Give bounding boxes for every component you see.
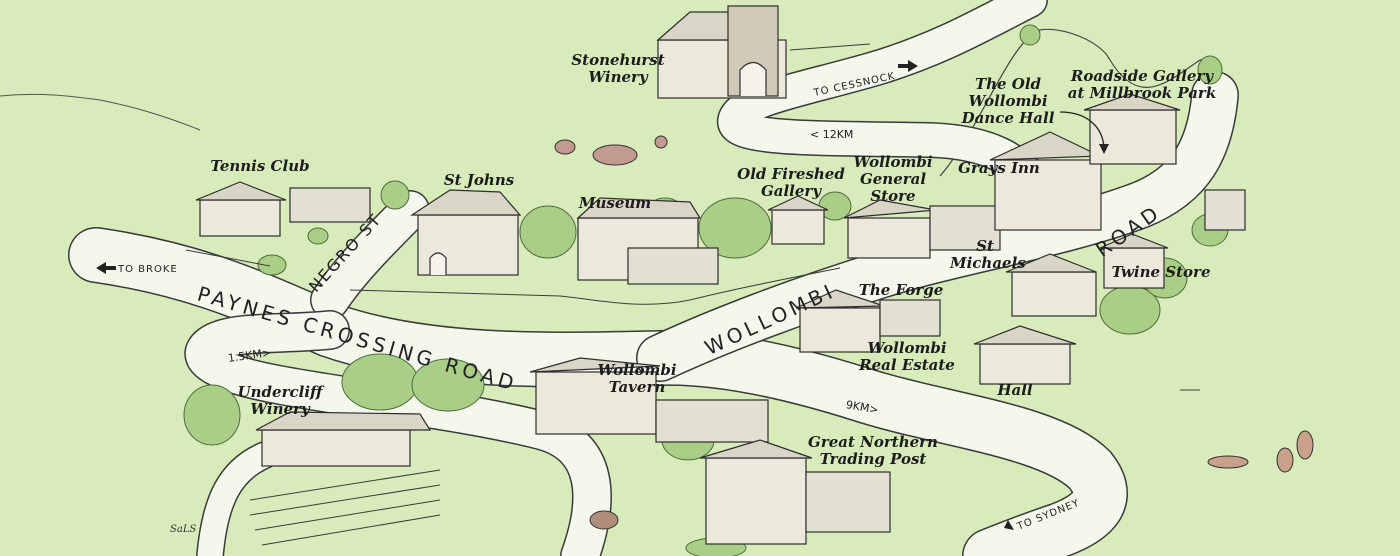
- kangaroo-icon: [1296, 430, 1314, 460]
- arrow-right-icon: [908, 60, 918, 72]
- tree: [183, 384, 241, 446]
- artist-signature: SaLS: [170, 524, 197, 535]
- buildings-layer: [195, 5, 1246, 545]
- label-st-johns[interactable]: St Johns: [443, 171, 515, 189]
- road-fill: [718, 0, 1057, 207]
- label-grays-inn[interactable]: Grays Inn: [958, 159, 1040, 177]
- cow-icon: [592, 144, 638, 166]
- label-roadside-gallery[interactable]: Roadside Gallery at Millbrook Park: [1067, 67, 1217, 102]
- tree: [307, 227, 329, 245]
- tavern-building: [529, 357, 769, 443]
- label-old-wollombi-dance-hall[interactable]: The Old Wollombi Dance Hall: [961, 75, 1055, 127]
- stonehurst-building: [656, 5, 787, 99]
- forge-building: [795, 289, 941, 353]
- label-undercliff-winery[interactable]: Undercliff Winery: [237, 383, 323, 418]
- hall-building: [973, 325, 1077, 385]
- label-the-forge[interactable]: The Forge: [858, 281, 944, 299]
- general-store-building: [843, 199, 1001, 259]
- label-stonehurst-winery[interactable]: Stonehurst Winery: [571, 51, 665, 86]
- kangaroo-icon: [1207, 455, 1249, 469]
- wombat-icon: [589, 510, 619, 530]
- fences-layer: [185, 249, 1200, 391]
- distance-cessnock: < 12KM: [810, 128, 854, 141]
- undercliff-building: [255, 411, 432, 467]
- arrows-layer: [96, 60, 1109, 530]
- label-wollombi-real-estate[interactable]: Wollombi Real Estate: [859, 339, 955, 374]
- tennis-club-building: [195, 181, 371, 237]
- arrow-left-icon: [106, 266, 116, 270]
- tree: [257, 254, 287, 276]
- hill-outline: [0, 93, 201, 131]
- roadside-gallery-building: [1083, 93, 1181, 165]
- tree: [1019, 24, 1041, 46]
- tree: [698, 197, 772, 259]
- st-michaels-building: [1005, 253, 1097, 317]
- arrow-curved-icon: [1099, 144, 1109, 154]
- twine-store-building: [1099, 189, 1246, 289]
- st-johns-building: [409, 189, 522, 276]
- cow-icon: [554, 139, 576, 155]
- label-tennis-club[interactable]: Tennis Club: [210, 157, 310, 175]
- tree: [519, 205, 577, 259]
- road-fill: [197, 442, 278, 556]
- museum-building: [576, 197, 719, 285]
- arrow-left-icon: [96, 262, 106, 274]
- grays-inn-building: [989, 131, 1102, 231]
- tree: [411, 358, 485, 412]
- label-wollombi-tavern[interactable]: Wollombi Tavern: [597, 361, 677, 396]
- road-fill: [311, 191, 429, 319]
- tree: [380, 180, 410, 210]
- label-twine-store[interactable]: Twine Store: [1111, 263, 1211, 281]
- label-hall[interactable]: Hall: [997, 381, 1033, 399]
- label-old-fireshed-gallery[interactable]: Old Fireshed Gallery: [737, 165, 845, 200]
- label-museum[interactable]: Museum: [578, 194, 652, 212]
- arrow-down-left-icon: [1004, 520, 1014, 530]
- kangaroo-icon: [1276, 447, 1294, 473]
- vineyard-layer: [249, 43, 871, 546]
- calf-icon: [654, 135, 668, 149]
- trading-post-building: [699, 439, 891, 545]
- tree: [1197, 55, 1223, 85]
- label-wollombi-general-store[interactable]: Wollombi General Store: [853, 153, 933, 205]
- label-st-michaels[interactable]: St Michaels: [950, 237, 1026, 272]
- road-fill: [186, 311, 611, 556]
- arrow-right-icon: [898, 64, 908, 68]
- label-great-northern-trading-post[interactable]: Great Northern Trading Post: [808, 433, 938, 468]
- direction-to-broke[interactable]: TO BROKE: [118, 264, 178, 275]
- animals-layer: [554, 135, 1314, 530]
- fireshed-building: [767, 195, 829, 245]
